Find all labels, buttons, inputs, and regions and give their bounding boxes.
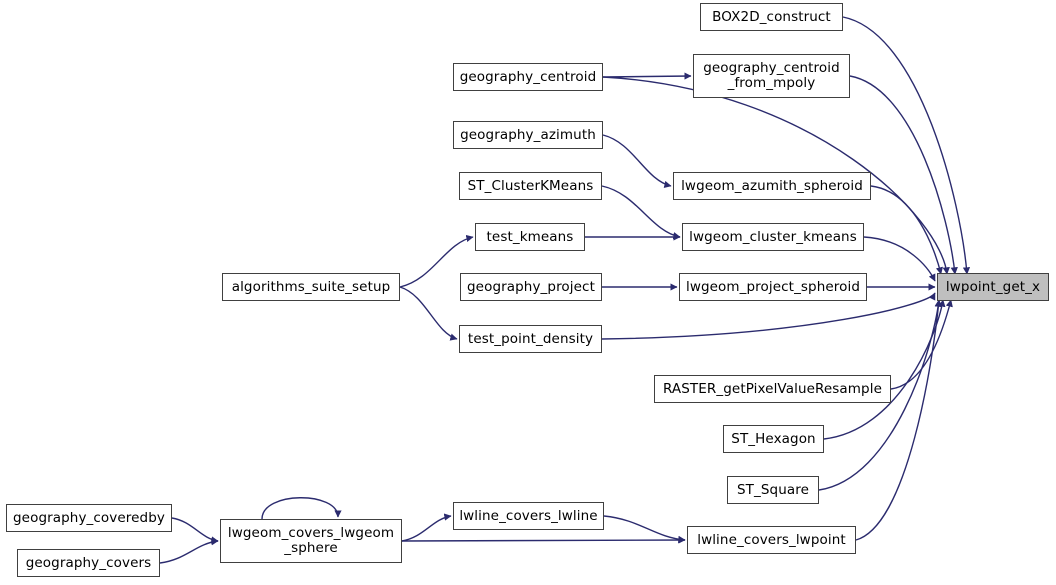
edge-geography_azimuth-to-lwgeom_azumith_spheroid — [602, 134, 672, 188]
graph-node-label: lwgeom_azumith_spheroid — [681, 177, 863, 194]
edge-geography_centroid-to-geography_centroid_from_mpoly — [602, 72, 692, 80]
edge-lwgeom_cluster_kmeans-to-lwpoint_get_x — [863, 236, 936, 282]
edge-lwgeom_covers_lwgeom_sphere-to-lwline_covers_lwpoint — [401, 536, 686, 544]
graph-node-box2d_construct[interactable]: BOX2D_construct — [700, 3, 843, 31]
edge-lwline_covers_lwpoint-to-lwpoint_get_x — [855, 299, 942, 541]
graph-node-label: ST_Hexagon — [731, 430, 816, 447]
graph-node-label: ST_Square — [737, 481, 809, 498]
edge-lwgeom_covers_lwgeom_sphere-to-lwline_covers_lwline — [401, 513, 452, 542]
graph-node-label: lwgeom_project_spheroid — [685, 278, 861, 295]
edge-lwgeom_covers_lwgeom_sphere-to-lwgeom_covers_lwgeom_sphere — [261, 497, 342, 520]
graph-node-st_square[interactable]: ST_Square — [727, 476, 819, 504]
graph-node-st_hexagon[interactable]: ST_Hexagon — [723, 425, 824, 453]
graph-node-lwgeom_project_spheroid[interactable]: lwgeom_project_spheroid — [679, 273, 867, 301]
edge-lwline_covers_lwline-to-lwline_covers_lwpoint — [603, 515, 686, 543]
graph-node-label: geography_azimuth — [460, 126, 596, 143]
graph-node-label: geography_centroid — [459, 68, 597, 85]
graph-node-label: lwgeom_cluster_kmeans — [689, 228, 857, 245]
edge-geography_covers-to-lwgeom_covers_lwgeom_sphere — [159, 538, 219, 564]
graph-node-label: lwline_covers_lwline — [459, 507, 598, 524]
graph-node-lwline_covers_lwline[interactable]: lwline_covers_lwline — [453, 502, 604, 530]
graph-node-lwline_covers_lwpoint[interactable]: lwline_covers_lwpoint — [687, 526, 856, 554]
edge-lwgeom_azumith_spheroid-to-lwpoint_get_x — [870, 185, 943, 275]
graph-node-label: BOX2D_construct — [712, 8, 831, 25]
graph-node-algorithms_suite_setup[interactable]: algorithms_suite_setup — [222, 273, 400, 301]
graph-node-label: test_kmeans — [486, 228, 574, 245]
graph-node-lwgeom_azumith_spheroid[interactable]: lwgeom_azumith_spheroid — [673, 172, 871, 200]
graph-node-raster_getpixelvalueresample[interactable]: RASTER_getPixelValueResample — [654, 375, 891, 403]
graph-node-label: RASTER_getPixelValueResample — [663, 380, 882, 397]
graph-node-geography_coveredby[interactable]: geography_coveredby — [6, 504, 172, 532]
graph-node-label: geography_covers — [25, 554, 152, 571]
graph-node-lwgeom_cluster_kmeans[interactable]: lwgeom_cluster_kmeans — [682, 223, 864, 251]
edge-algorithms_suite_setup-to-test_point_density — [399, 286, 458, 341]
graph-node-st_clusterkmeans[interactable]: ST_ClusterKMeans — [459, 172, 602, 200]
graph-node-label: geography_coveredby — [13, 509, 165, 526]
edge-raster_getpixelvalueresample-to-lwpoint_get_x — [890, 299, 953, 390]
graph-node-label: algorithms_suite_setup — [231, 278, 391, 295]
graph-node-label: ST_ClusterKMeans — [467, 177, 594, 194]
graph-node-geography_azimuth[interactable]: geography_azimuth — [453, 121, 603, 149]
graph-node-test_kmeans[interactable]: test_kmeans — [475, 223, 585, 251]
graph-node-test_point_density[interactable]: test_point_density — [459, 325, 602, 353]
graph-node-lwpoint_get_x[interactable]: lwpoint_get_x — [937, 273, 1049, 301]
graph-node-geography_centroid_from_mpoly[interactable]: geography_centroid _from_mpoly — [693, 54, 850, 98]
graph-node-label: lwpoint_get_x — [945, 278, 1041, 295]
graph-node-label: test_point_density — [467, 330, 594, 347]
edge-st_clusterkmeans-to-lwgeom_cluster_kmeans — [601, 185, 681, 240]
edge-st_hexagon-to-lwpoint_get_x — [823, 299, 946, 440]
graph-node-geography_project[interactable]: geography_project — [460, 273, 602, 301]
graph-node-lwgeom_covers_lwgeom_sphere[interactable]: lwgeom_covers_lwgeom _sphere — [220, 519, 402, 563]
graph-node-geography_centroid[interactable]: geography_centroid — [453, 63, 603, 91]
graph-node-geography_covers[interactable]: geography_covers — [17, 549, 160, 577]
edge-geography_coveredby-to-lwgeom_covers_lwgeom_sphere — [171, 517, 219, 544]
graph-node-label: geography_centroid _from_mpoly — [703, 60, 840, 91]
graph-node-label: lwgeom_covers_lwgeom _sphere — [227, 525, 395, 556]
graph-node-label: geography_project — [467, 278, 595, 295]
graph-node-label: lwline_covers_lwpoint — [697, 531, 846, 548]
